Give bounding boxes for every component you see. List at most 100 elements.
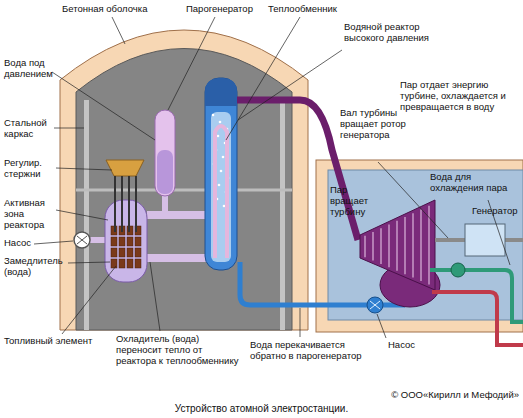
control-rod [128, 176, 130, 232]
control-rod [121, 176, 123, 232]
floor [76, 189, 292, 192]
fuel-element [119, 237, 125, 246]
turbine-blade [412, 213, 414, 277]
leader-line [56, 168, 112, 170]
hall-inner [328, 170, 523, 320]
leader-line [112, 17, 125, 44]
steel-frame [84, 100, 89, 330]
part-label: Парогенератор [186, 4, 266, 15]
turbine-blade [388, 224, 390, 267]
part-label: Стальной каркас [4, 118, 56, 140]
part-label: Охладитель (вода) переносит тепло от реа… [116, 334, 240, 367]
fuel-element [135, 259, 141, 268]
caption: Устройство атомной электростанции. [0, 403, 523, 414]
copyright-note: © ООО«Кирилл и Мефодий» [376, 390, 519, 401]
pump-symbol [74, 232, 90, 248]
leader-line [56, 210, 108, 220]
steam-generator-water [211, 112, 231, 262]
fuel-element [111, 259, 117, 268]
steam-pipe [237, 100, 358, 240]
pressurizer [155, 110, 175, 196]
part-label: Пар вращает турбину [330, 185, 376, 218]
bubble [223, 205, 226, 208]
leader-line [226, 17, 300, 140]
fuel-element [111, 237, 117, 246]
turbine-blade [396, 221, 398, 271]
leader-line [150, 262, 160, 331]
cooling-pipe [432, 292, 523, 345]
part-label: Бетонная оболочка [62, 4, 162, 15]
turbine-blade [420, 210, 422, 281]
part-label: Насос [4, 238, 38, 249]
inner-space [76, 49, 292, 331]
part-label: Вода для охлаждения пара [430, 172, 518, 194]
bubble [218, 184, 221, 187]
concrete-shell [60, 30, 308, 330]
pressurizer-water [157, 150, 173, 194]
fuel-element [119, 259, 125, 268]
leader-line [68, 262, 110, 263]
part-label: Насос [388, 340, 428, 351]
primary-loop [74, 78, 237, 282]
turbine-blade [364, 236, 366, 257]
part-label: Генератор [472, 206, 522, 217]
bubble [212, 114, 215, 117]
bubble [222, 156, 225, 159]
generator [465, 224, 505, 256]
part-label: Вода под давлением [4, 58, 56, 80]
pump-symbol [370, 301, 380, 309]
leader-line [34, 241, 73, 244]
part-label: Водяной реактор высокого давления [344, 22, 434, 44]
heat-exchanger [215, 126, 227, 258]
containment-building [60, 30, 308, 330]
part-label: Вал турбины вращает ротор генератора [340, 108, 412, 141]
bubble [219, 121, 222, 124]
rod-drive [106, 160, 144, 176]
bubble [220, 170, 223, 173]
bubble [217, 135, 220, 138]
pump-symbol [451, 263, 465, 277]
part-label: Пар отдает энергию турбине, охлаждается … [400, 80, 520, 113]
control-rods [115, 176, 136, 232]
hot-pipe [147, 211, 212, 219]
turbine [360, 200, 435, 290]
part-label: Замедлитель (вода) [4, 256, 68, 278]
cooling-pipe [430, 270, 523, 322]
leader-line [52, 72, 155, 140]
fuel-element [135, 237, 141, 246]
leader-line [300, 308, 301, 337]
fuel-element [127, 259, 133, 268]
part-label: Теплообменник [268, 4, 350, 15]
cold-pipe [147, 254, 212, 262]
turbine-blade [380, 228, 382, 264]
leader-line [54, 128, 84, 129]
part-label: Регулир. стержни [4, 158, 56, 180]
control-rod [114, 176, 116, 232]
part-label: Активная зона реактора [4, 198, 56, 231]
fuel-element [127, 248, 133, 257]
turbine-blades [365, 206, 429, 285]
pressurizer-pipe [162, 195, 168, 215]
leader-line [238, 50, 342, 120]
leader-line [168, 17, 215, 110]
leader-line [377, 314, 386, 338]
fuel-element [127, 237, 133, 246]
fuel-element [135, 248, 141, 257]
turbine-blade [404, 217, 406, 274]
secondary-loop [237, 100, 523, 345]
reactor-vessel [105, 200, 147, 282]
fuel-element [111, 248, 117, 257]
fuel-elements [111, 226, 141, 268]
part-label: Топливный элемент [4, 336, 108, 347]
control-rod [135, 176, 137, 232]
pump-symbol [367, 297, 383, 313]
steel-frame [280, 100, 285, 330]
steam-generator [205, 78, 237, 270]
turbine-blade [372, 232, 374, 261]
steam-dome [205, 78, 237, 106]
fuel-element [119, 248, 125, 257]
pump-symbol [77, 236, 87, 244]
part-label: Вода перекачивается обратно в парогенера… [250, 340, 374, 362]
leader-line [62, 266, 116, 334]
